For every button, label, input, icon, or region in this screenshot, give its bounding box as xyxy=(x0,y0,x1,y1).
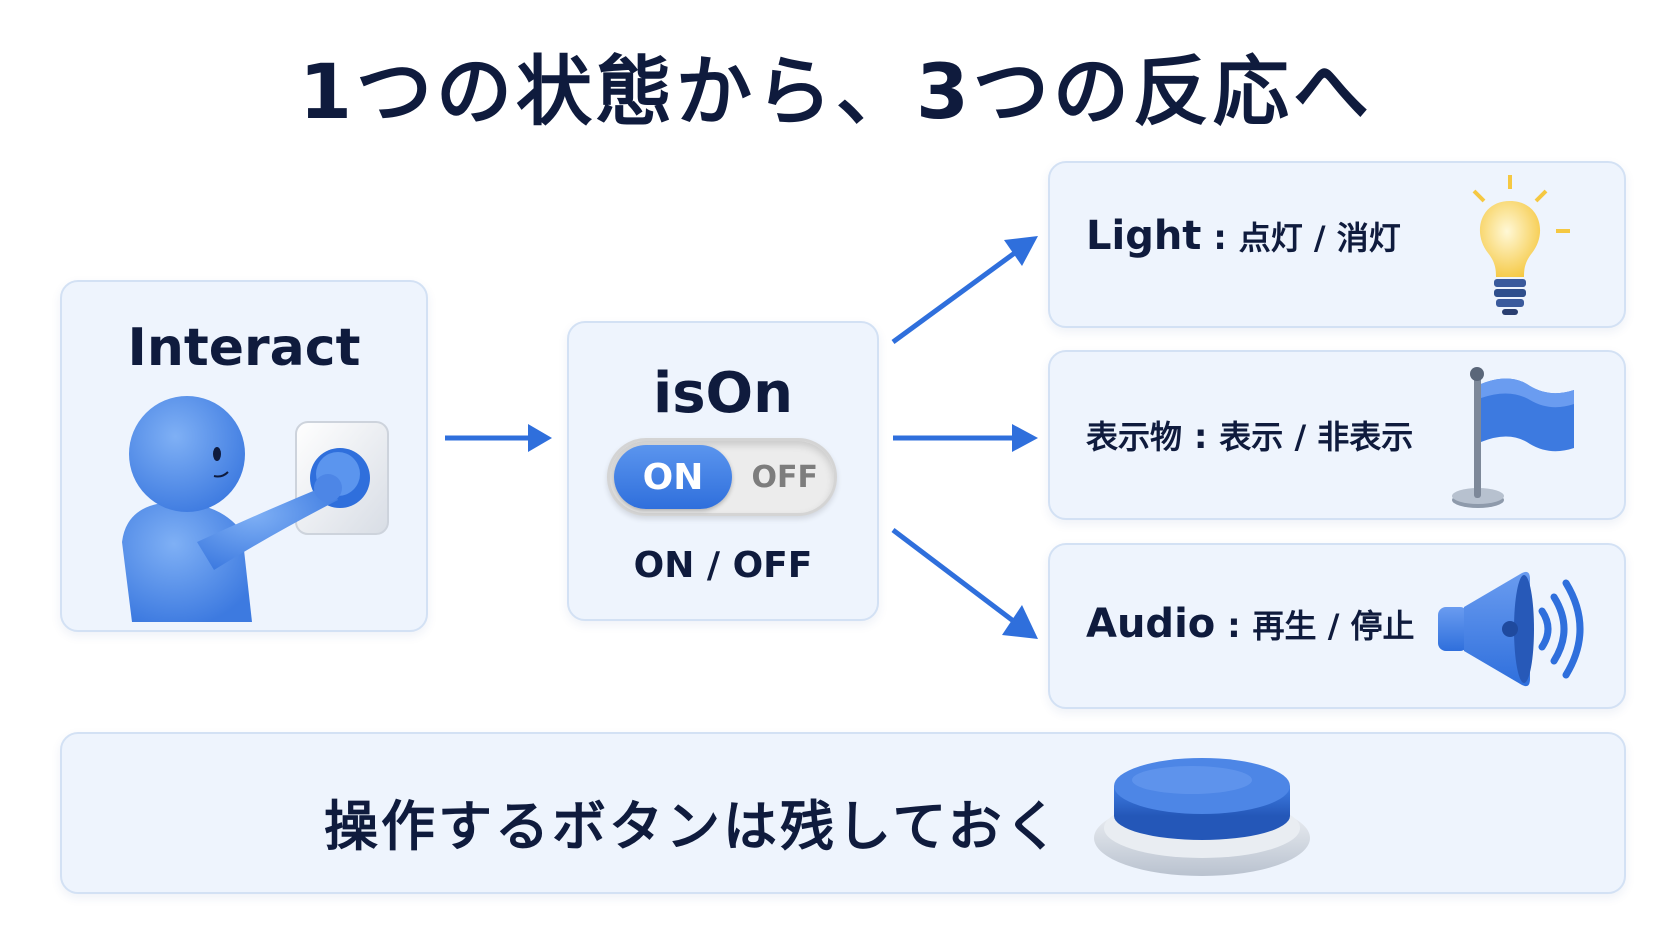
effect-card-audio: Audio : 再生 / 停止 xyxy=(1048,543,1626,709)
push-button-icon[interactable] xyxy=(1087,742,1317,882)
toggle-on-label: ON xyxy=(614,445,732,509)
effect-display-sep: : xyxy=(1182,417,1220,457)
arrow-interact-to-state xyxy=(445,424,552,452)
speaker-icon xyxy=(1438,571,1584,687)
page-title: 1つの状態から、3つの反応へ xyxy=(299,47,1373,136)
on-off-toggle[interactable]: ON OFF xyxy=(607,438,837,516)
effect-card-light: Light : 点灯 / 消灯 xyxy=(1048,161,1626,328)
effect-light-states: 点灯 / 消灯 xyxy=(1238,219,1401,257)
effect-audio-sep: : xyxy=(1215,606,1253,646)
state-values: ON / OFF xyxy=(633,545,813,586)
effect-card-display: 表示物 : 表示 / 非表示 xyxy=(1048,350,1626,520)
arrow-state-to-light xyxy=(891,236,1038,345)
interact-label: Interact xyxy=(127,318,361,378)
effect-audio-states: 再生 / 停止 xyxy=(1252,607,1415,645)
arrow-state-to-display xyxy=(893,424,1038,452)
effect-display-states: 表示 / 非表示 xyxy=(1219,418,1414,456)
state-card: isOn ON OFF ON / OFF xyxy=(567,321,879,621)
effect-audio-name: Audio xyxy=(1086,601,1216,647)
flag-icon xyxy=(1452,367,1574,508)
bottom-label: 操作するボタンは残しておく xyxy=(324,795,1062,858)
lightbulb-icon xyxy=(1472,175,1570,315)
interact-card: Interact xyxy=(60,280,428,632)
effect-display-text: 表示物 : 表示 / 非表示 xyxy=(1086,412,1413,458)
toggle-off-label: OFF xyxy=(751,459,819,495)
effect-audio-text: Audio : 再生 / 停止 xyxy=(1086,601,1415,647)
effect-display-name: 表示物 xyxy=(1086,418,1183,456)
effect-light-name: Light xyxy=(1086,213,1202,259)
effect-light-text: Light : 点灯 / 消灯 xyxy=(1086,213,1401,259)
bottom-card: 操作するボタンは残しておく xyxy=(60,732,1626,894)
effect-light-sep: : xyxy=(1201,218,1239,258)
arrow-state-to-audio xyxy=(891,528,1038,639)
state-label: isOn xyxy=(653,361,793,426)
person-pressing-button-icon xyxy=(122,396,389,622)
